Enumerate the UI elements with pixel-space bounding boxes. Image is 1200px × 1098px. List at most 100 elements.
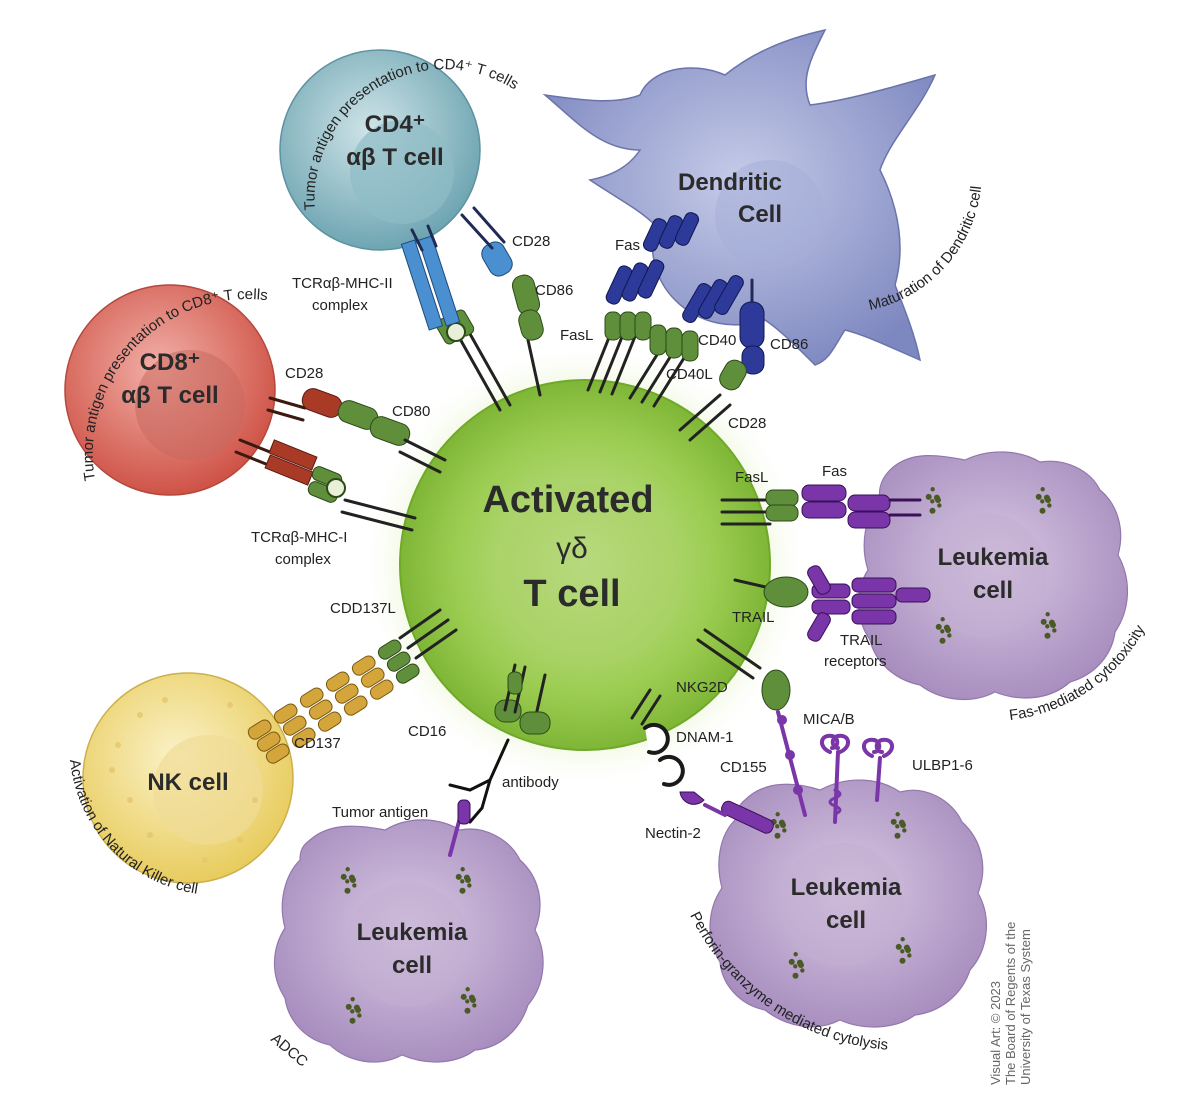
granule: [895, 943, 902, 950]
cd28-cd80-left: [266, 388, 447, 474]
label-dnam1: DNAM-1: [676, 729, 734, 746]
granule: [775, 824, 780, 829]
label-fasl-top: FasL: [560, 327, 593, 344]
granule: [793, 964, 798, 969]
granule: [353, 1004, 360, 1011]
granule: [894, 832, 901, 839]
granule: [352, 883, 357, 888]
granule: [1043, 494, 1050, 501]
granule: [350, 1009, 355, 1014]
label-cdd137l: CDD137L: [330, 600, 396, 617]
cd8-t-cell: CD8⁺ αβ T cell: [64, 284, 276, 496]
cd86-dc-cd28: [678, 278, 765, 442]
granule: [1045, 624, 1050, 629]
center-name-line2: γδ: [556, 532, 588, 565]
label-fasl-right: FasL: [735, 469, 768, 486]
granule: [465, 999, 470, 1004]
granule: [793, 952, 798, 957]
leukemia-right-name-line2: cell: [973, 577, 1013, 604]
receptor-labels: CD28 CD86 TCRαβ-MHC-II complex Fas FasL …: [251, 233, 973, 842]
granule: [345, 879, 350, 884]
granule: [465, 987, 470, 992]
granule: [467, 883, 472, 888]
granule: [947, 633, 952, 638]
nk-granule: [252, 797, 258, 803]
leukemia-right-name-line1: Leukemia: [938, 544, 1049, 571]
label-tcr-mhc2-a: TCRαβ-MHC-II: [292, 275, 393, 292]
granule: [903, 944, 910, 951]
granule: [890, 818, 897, 825]
nk-granule: [237, 837, 243, 843]
granule: [1045, 612, 1050, 617]
cd40l-cd40: [628, 275, 744, 408]
granule: [940, 617, 945, 622]
nk-granule: [162, 697, 168, 703]
granule: [455, 873, 462, 880]
nk-granule: [137, 712, 143, 718]
granule: [459, 887, 466, 894]
cd137l-cd137: [247, 608, 458, 764]
label-cd80: CD80: [392, 403, 430, 420]
granule: [472, 1003, 477, 1008]
granule: [796, 959, 803, 966]
label-cd40l: CD40L: [666, 366, 713, 383]
granule: [925, 493, 932, 500]
granule: [463, 874, 470, 881]
nkg2d-receptor: [696, 628, 894, 824]
granule: [1040, 487, 1045, 492]
granule: [895, 824, 900, 829]
cd137-segment: [334, 683, 359, 704]
granule: [345, 867, 350, 872]
label-tcr-mhc1-a: TCRαβ-MHC-I: [251, 529, 347, 546]
granule: [788, 958, 795, 965]
cd137-segment: [282, 715, 307, 736]
granule: [900, 937, 905, 942]
label-nectin2: Nectin-2: [645, 825, 701, 842]
label-nkg2d: NKG2D: [676, 679, 728, 696]
dendritic-name-line2: Cell: [738, 201, 782, 228]
nk-granule: [202, 857, 208, 863]
tcr-mhc2-complex: [400, 224, 512, 412]
leukemia-cell-bottom-left: Leukemia cell: [273, 819, 544, 1063]
cd137-segment: [256, 731, 281, 752]
granule: [930, 499, 935, 504]
granule: [940, 629, 945, 634]
credit-line3: University of Texas System: [1018, 929, 1033, 1085]
cd8-name-line2: αβ T cell: [121, 382, 218, 409]
granule: [900, 949, 905, 954]
label-cd137: CD137: [294, 735, 341, 752]
granule: [895, 812, 900, 817]
cd137-segment: [386, 651, 411, 672]
leukemia-bottom-left-name-line2: cell: [392, 952, 432, 979]
granule: [929, 507, 936, 514]
cd137-segment: [291, 727, 316, 748]
cd4-t-cell: CD4⁺ αβ T cell: [279, 49, 481, 251]
granule: [344, 887, 351, 894]
nk-granule: [127, 797, 133, 803]
label-trail-receptors-a: TRAIL: [840, 632, 883, 649]
process-adcc: ADCC: [267, 1030, 311, 1070]
granule: [1039, 507, 1046, 514]
granule: [775, 812, 780, 817]
label-mica-b: MICA/B: [803, 711, 855, 728]
label-cd86-top: CD86: [535, 282, 573, 299]
leukemia-cell-right: Leukemia cell: [857, 451, 1128, 701]
cd137-segment: [325, 671, 350, 692]
granule: [937, 503, 942, 508]
label-ulbp: ULBP1-6: [912, 757, 973, 774]
cd137-segment: [351, 655, 376, 676]
cd137-segment: [308, 699, 333, 720]
label-fas-top: Fas: [615, 237, 640, 254]
granule: [933, 494, 940, 501]
granule: [800, 968, 805, 973]
label-trail-receptors-b: receptors: [824, 653, 887, 670]
cd28-cd86-top: [460, 206, 544, 397]
granule: [935, 623, 942, 630]
granule: [907, 953, 912, 958]
fasl-fas-right: [720, 484, 922, 529]
granule: [460, 867, 465, 872]
cd137-segment: [377, 639, 402, 660]
cd137-segment: [369, 679, 394, 700]
label-tumor-antigen: Tumor antigen: [332, 804, 428, 821]
